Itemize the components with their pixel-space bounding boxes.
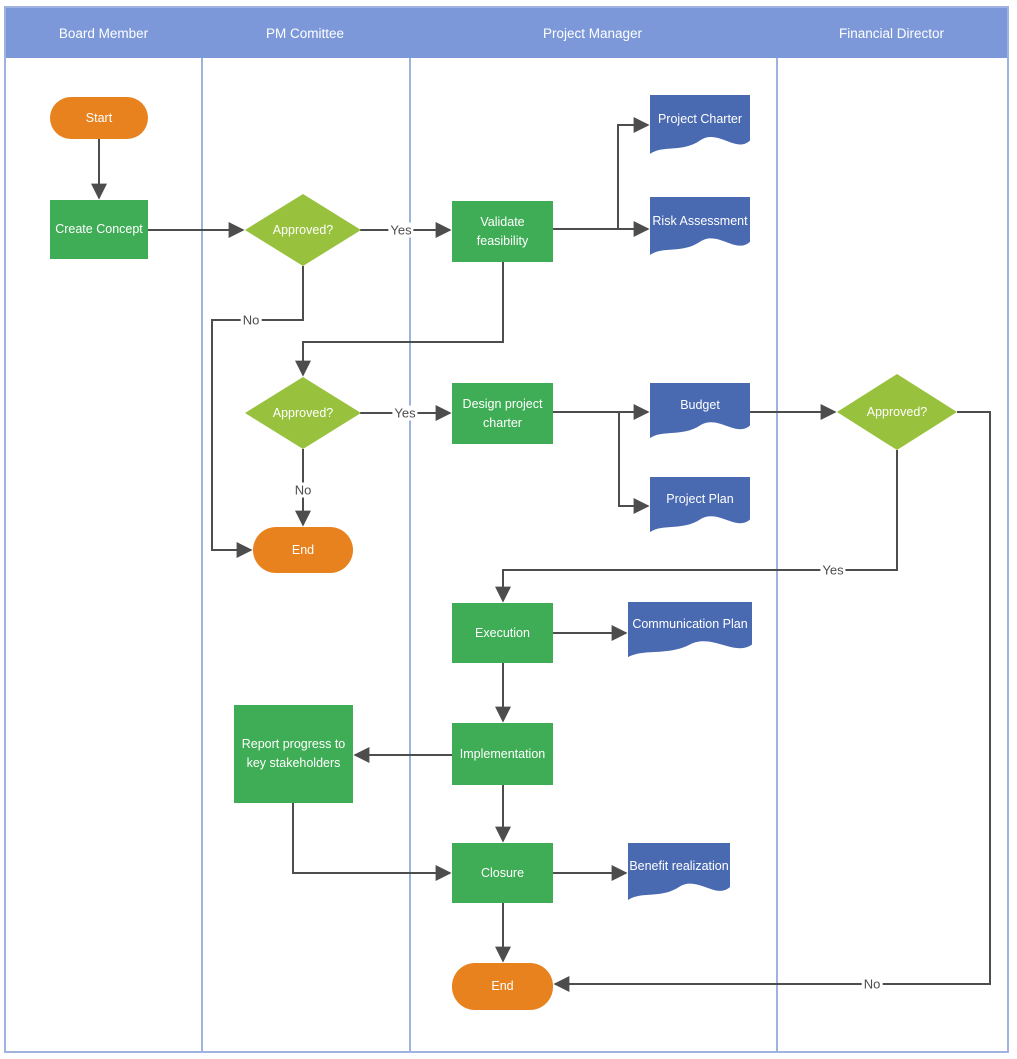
edge-label-approved1-yes: Yes: [388, 222, 414, 238]
edge-label-approved2-no: No: [292, 482, 314, 498]
node-label: Benefit realization: [629, 859, 729, 874]
node-budget[interactable]: Budget: [650, 383, 750, 441]
node-label: Project Charter: [657, 112, 743, 127]
node-label: Design project charter: [462, 396, 543, 430]
node-label: Implementation: [459, 746, 546, 761]
node-report-progress[interactable]: Report progress to key stakeholders: [234, 705, 353, 803]
node-label: Approved?: [272, 222, 334, 237]
node-end-final[interactable]: End: [452, 963, 553, 1010]
lane-label: Project Manager: [542, 25, 643, 41]
lane-header-pm-comittee: PM Comittee: [201, 8, 409, 58]
node-label: Project Plan: [666, 492, 734, 507]
lane-divider: [776, 58, 778, 1051]
edge-design-to-project-plan: [618, 412, 650, 514]
document-shape: [628, 843, 730, 900]
node-design-project-charter[interactable]: Design project charter: [452, 383, 553, 444]
lane-header-board-member: Board Member: [6, 8, 201, 58]
node-end-pm[interactable]: End: [253, 527, 353, 573]
document-shape: [650, 95, 750, 154]
edge-report-progress-to-closure: [292, 803, 452, 881]
node-closure[interactable]: Closure: [452, 843, 553, 903]
node-label: Create Concept: [55, 222, 143, 237]
node-label: Communication Plan: [632, 617, 748, 632]
node-label: Start: [85, 110, 113, 125]
lane-label: PM Comittee: [265, 25, 345, 41]
edge-approved3-no-to-end: [553, 411, 991, 992]
node-project-charter[interactable]: Project Charter: [650, 95, 750, 157]
node-start[interactable]: Start: [50, 97, 148, 139]
edge-validate-to-approved2: [295, 262, 504, 377]
lane-header-project-manager: Project Manager: [409, 8, 776, 58]
document-shape: [650, 383, 750, 439]
lane-label: Financial Director: [838, 25, 945, 41]
edge-approved1-no-to-end: [211, 266, 304, 558]
node-communication-plan[interactable]: Communication Plan: [628, 602, 752, 660]
edge-label-approved1-no: No: [240, 312, 262, 328]
document-shape: [628, 602, 752, 658]
edge-label-approved3-no: No: [861, 976, 883, 992]
node-label: Risk Assessment: [652, 213, 748, 228]
node-label: End: [291, 542, 315, 557]
lane-divider: [409, 58, 411, 1051]
swimlane-header: Board Member PM Comittee Project Manager…: [6, 8, 1007, 58]
edge-label-approved2-yes: Yes: [392, 405, 418, 421]
node-label: End: [491, 979, 514, 994]
node-label: Execution: [475, 625, 530, 640]
node-label: Approved?: [866, 404, 928, 419]
node-validate-feasibility[interactable]: Validate feasibility: [452, 201, 553, 262]
node-label: Approved?: [272, 405, 334, 420]
node-label: Budget: [680, 398, 720, 413]
edge-approved3-yes-to-execution: [495, 450, 898, 603]
node-label: Closure: [480, 865, 525, 880]
node-implementation[interactable]: Implementation: [452, 723, 553, 785]
node-execution[interactable]: Execution: [452, 603, 553, 663]
node-project-plan[interactable]: Project Plan: [650, 477, 750, 535]
lane-label: Board Member: [58, 25, 149, 41]
document-shape: [650, 477, 750, 533]
edge-label-approved3-yes: Yes: [820, 562, 846, 578]
node-label: Report progress to key stakeholders: [241, 737, 346, 770]
edge-validate-to-project-charter: [617, 117, 650, 229]
node-risk-assessment[interactable]: Risk Assessment: [650, 197, 750, 258]
document-shape: [650, 197, 750, 255]
lane-header-financial-director: Financial Director: [776, 8, 1007, 58]
node-label: Validate feasibility: [476, 214, 529, 248]
lane-divider: [201, 58, 203, 1051]
node-create-concept[interactable]: Create Concept: [50, 200, 148, 259]
node-benefit-realization[interactable]: Benefit realization: [628, 843, 730, 903]
